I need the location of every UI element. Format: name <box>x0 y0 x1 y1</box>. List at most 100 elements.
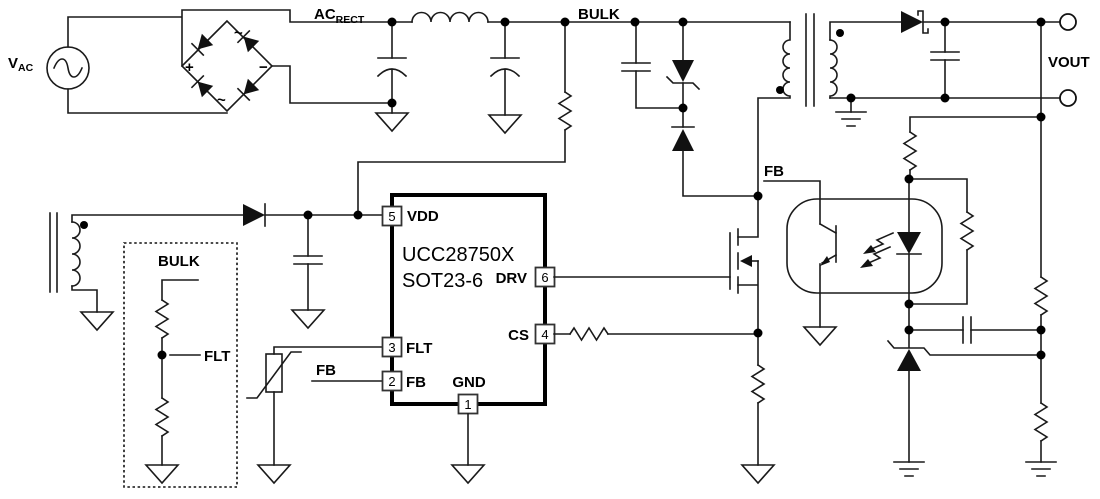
transformer-core <box>805 13 815 107</box>
wire <box>67 16 182 48</box>
ground-triangle-icon <box>450 464 486 485</box>
pin-2-fb: 2 FB <box>381 370 426 392</box>
bridge-rectifier: + − ~ ~ <box>180 9 413 113</box>
wire <box>829 21 902 41</box>
fb-net-label: FB <box>764 163 784 180</box>
vout-positive-terminal <box>1059 13 1077 31</box>
output-rectifier-diode <box>901 11 923 33</box>
current-sense <box>553 326 776 485</box>
wire <box>71 285 98 313</box>
bridge-diode-icon <box>236 78 260 102</box>
pin-4-cs: 4 CS <box>508 323 556 345</box>
pin-6-drv: 6 DRV <box>496 266 556 288</box>
emi-inductor <box>411 11 489 23</box>
pin-number: 6 <box>541 270 548 285</box>
pin-number: 4 <box>541 327 548 342</box>
bulk-sense-box: BULK FLT <box>123 242 238 488</box>
ic-part-number: UCC28750X <box>402 244 514 266</box>
sine-icon <box>52 58 84 78</box>
bulk-net-label: BULK <box>578 6 620 23</box>
ground-triangle-icon <box>144 464 180 485</box>
led-series-resistor <box>902 130 918 172</box>
wire-drain <box>737 195 759 238</box>
input-filter: ACRECT BULK <box>314 6 791 135</box>
opto-transistor-collector <box>818 222 838 235</box>
cs-filter-resistor <box>568 326 610 342</box>
junction-dots <box>157 17 1046 360</box>
pin-number: 3 <box>388 340 395 355</box>
compensation-capacitor <box>962 316 972 344</box>
pin-name: GND <box>452 374 486 391</box>
wire <box>273 346 383 355</box>
photon-arrow <box>862 245 892 267</box>
feedback-divider <box>902 21 1057 477</box>
bridge-diode-icon <box>190 33 214 57</box>
bridge-diode-icon <box>190 74 214 98</box>
ground-triangle-icon <box>290 309 326 330</box>
fb-primary-net: FB <box>311 362 383 382</box>
photon-arrowhead <box>860 259 873 268</box>
bulk-cap-2-curved-plate <box>489 68 521 78</box>
earth-ground-icon <box>893 461 925 477</box>
secondary-winding <box>829 39 838 99</box>
vac-label: VAC <box>8 55 34 74</box>
thermistor-body <box>265 353 283 393</box>
ic-outline <box>390 193 547 406</box>
secondary-phase-dot <box>836 29 844 37</box>
earth-ground-icon <box>1025 461 1057 477</box>
resistor-icon <box>557 90 573 132</box>
clamp-tvs-diode <box>672 60 694 82</box>
ground-triangle-icon <box>802 326 838 347</box>
pin-name: DRV <box>496 270 527 287</box>
wire-fb <box>763 180 821 225</box>
fb-net-label: FB <box>316 362 336 379</box>
bridge-ac-label: ~ <box>234 25 243 42</box>
optocoupler: FB <box>763 163 975 348</box>
acrect-net-label: ACRECT <box>314 6 365 26</box>
wire-source <box>737 260 759 334</box>
ic-package: SOT23-6 <box>402 270 483 292</box>
wire <box>71 214 244 223</box>
wire <box>357 129 566 216</box>
vdd-rectifier-diode <box>243 204 265 226</box>
ground-triangle-icon <box>740 464 776 485</box>
wire-return <box>271 65 393 104</box>
output-capacitor <box>930 51 960 61</box>
ground-triangle-icon <box>79 311 115 332</box>
wire <box>682 150 759 197</box>
flt-node-label: FLT <box>204 348 230 365</box>
ic-ucc28750x: UCC28750X SOT23-6 5 VDD 6 DRV 4 CS 3 FLT <box>381 193 556 485</box>
primary-phase-dot <box>776 86 784 94</box>
pin-number: 2 <box>388 374 395 389</box>
power-mosfet <box>553 195 759 334</box>
wire <box>908 178 968 213</box>
shunt-regulator-diode <box>897 349 921 371</box>
pin-number: 5 <box>388 209 395 224</box>
light-arrows-icon <box>860 231 895 268</box>
body-diode-arrow-icon <box>740 255 752 267</box>
led-parallel-resistor <box>959 210 975 252</box>
pin-name: FB <box>406 374 426 391</box>
earth-ground-icon <box>835 111 867 127</box>
flt-thermistor <box>246 346 383 485</box>
bridge-ac-label: ~ <box>217 92 226 109</box>
bridge-diode-icon <box>236 29 260 53</box>
bridge-minus-label: − <box>259 59 268 76</box>
aux-winding <box>71 221 81 287</box>
wire-stub <box>161 279 199 301</box>
bridge-outline <box>180 19 274 113</box>
ground-triangle-icon <box>487 114 523 135</box>
wire <box>909 116 1042 133</box>
vout-negative-terminal <box>1059 89 1077 107</box>
vac-source: VAC <box>8 16 228 114</box>
aux-vdd-supply <box>49 203 383 332</box>
pin-5-vdd: 5 VDD <box>381 205 439 227</box>
emitter-arrow-icon <box>820 256 830 266</box>
photon-arrowhead <box>863 245 876 254</box>
output-stage: VOUT <box>829 10 1090 127</box>
thermistor-strike-icon <box>246 351 302 399</box>
dashed-outline <box>123 242 238 488</box>
shunt-ref-bar <box>886 339 1042 356</box>
